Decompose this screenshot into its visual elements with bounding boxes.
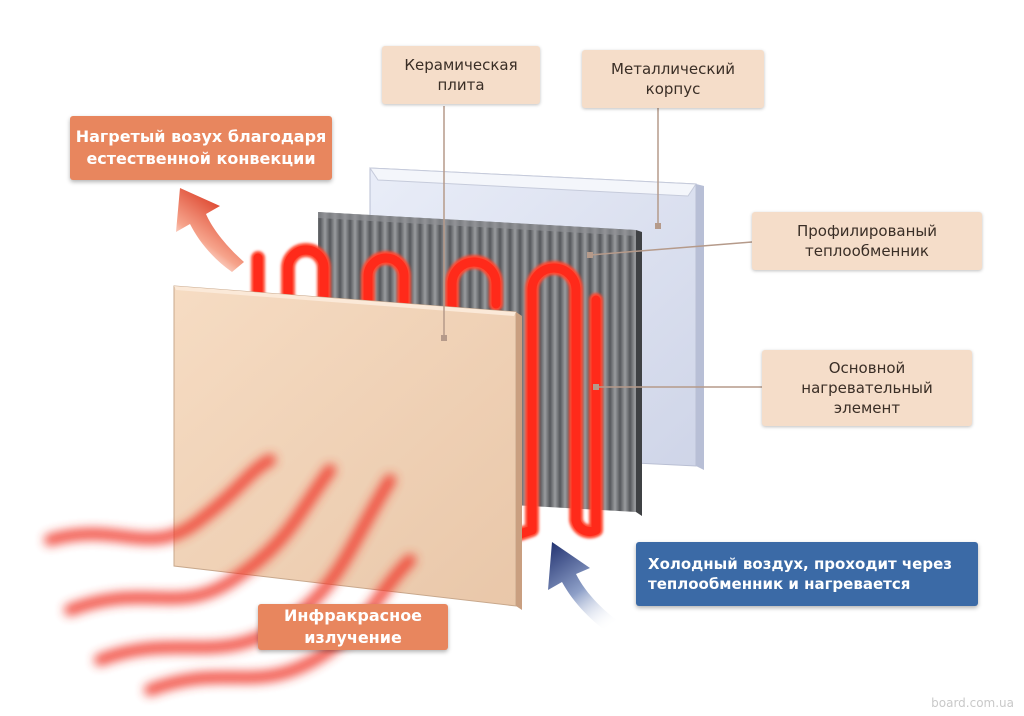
hot-air-arrow-icon [176, 188, 244, 272]
cold-air-arrow-icon [548, 542, 628, 638]
label-cold-air: Холодный воздух, проходит через теплообм… [636, 542, 978, 606]
heating-element-coil [251, 243, 603, 541]
label-heat-exchanger: Профилированый теплообменник [752, 212, 982, 270]
leader-lines [443, 106, 762, 388]
label-heating-element: Основной нагревательный элемент [762, 350, 972, 426]
label-ceramic-plate: Керамическая плита [382, 46, 540, 104]
label-heated-air: Нагретый возух благодаря естественной ко… [70, 116, 332, 180]
leader-dots [441, 223, 661, 390]
label-metal-case: Металлический корпус [582, 50, 764, 108]
ceramic-plate-panel [173, 285, 522, 610]
watermark: board.com.ua [931, 696, 1014, 710]
label-infrared: Инфракрасное излучение [258, 604, 448, 650]
